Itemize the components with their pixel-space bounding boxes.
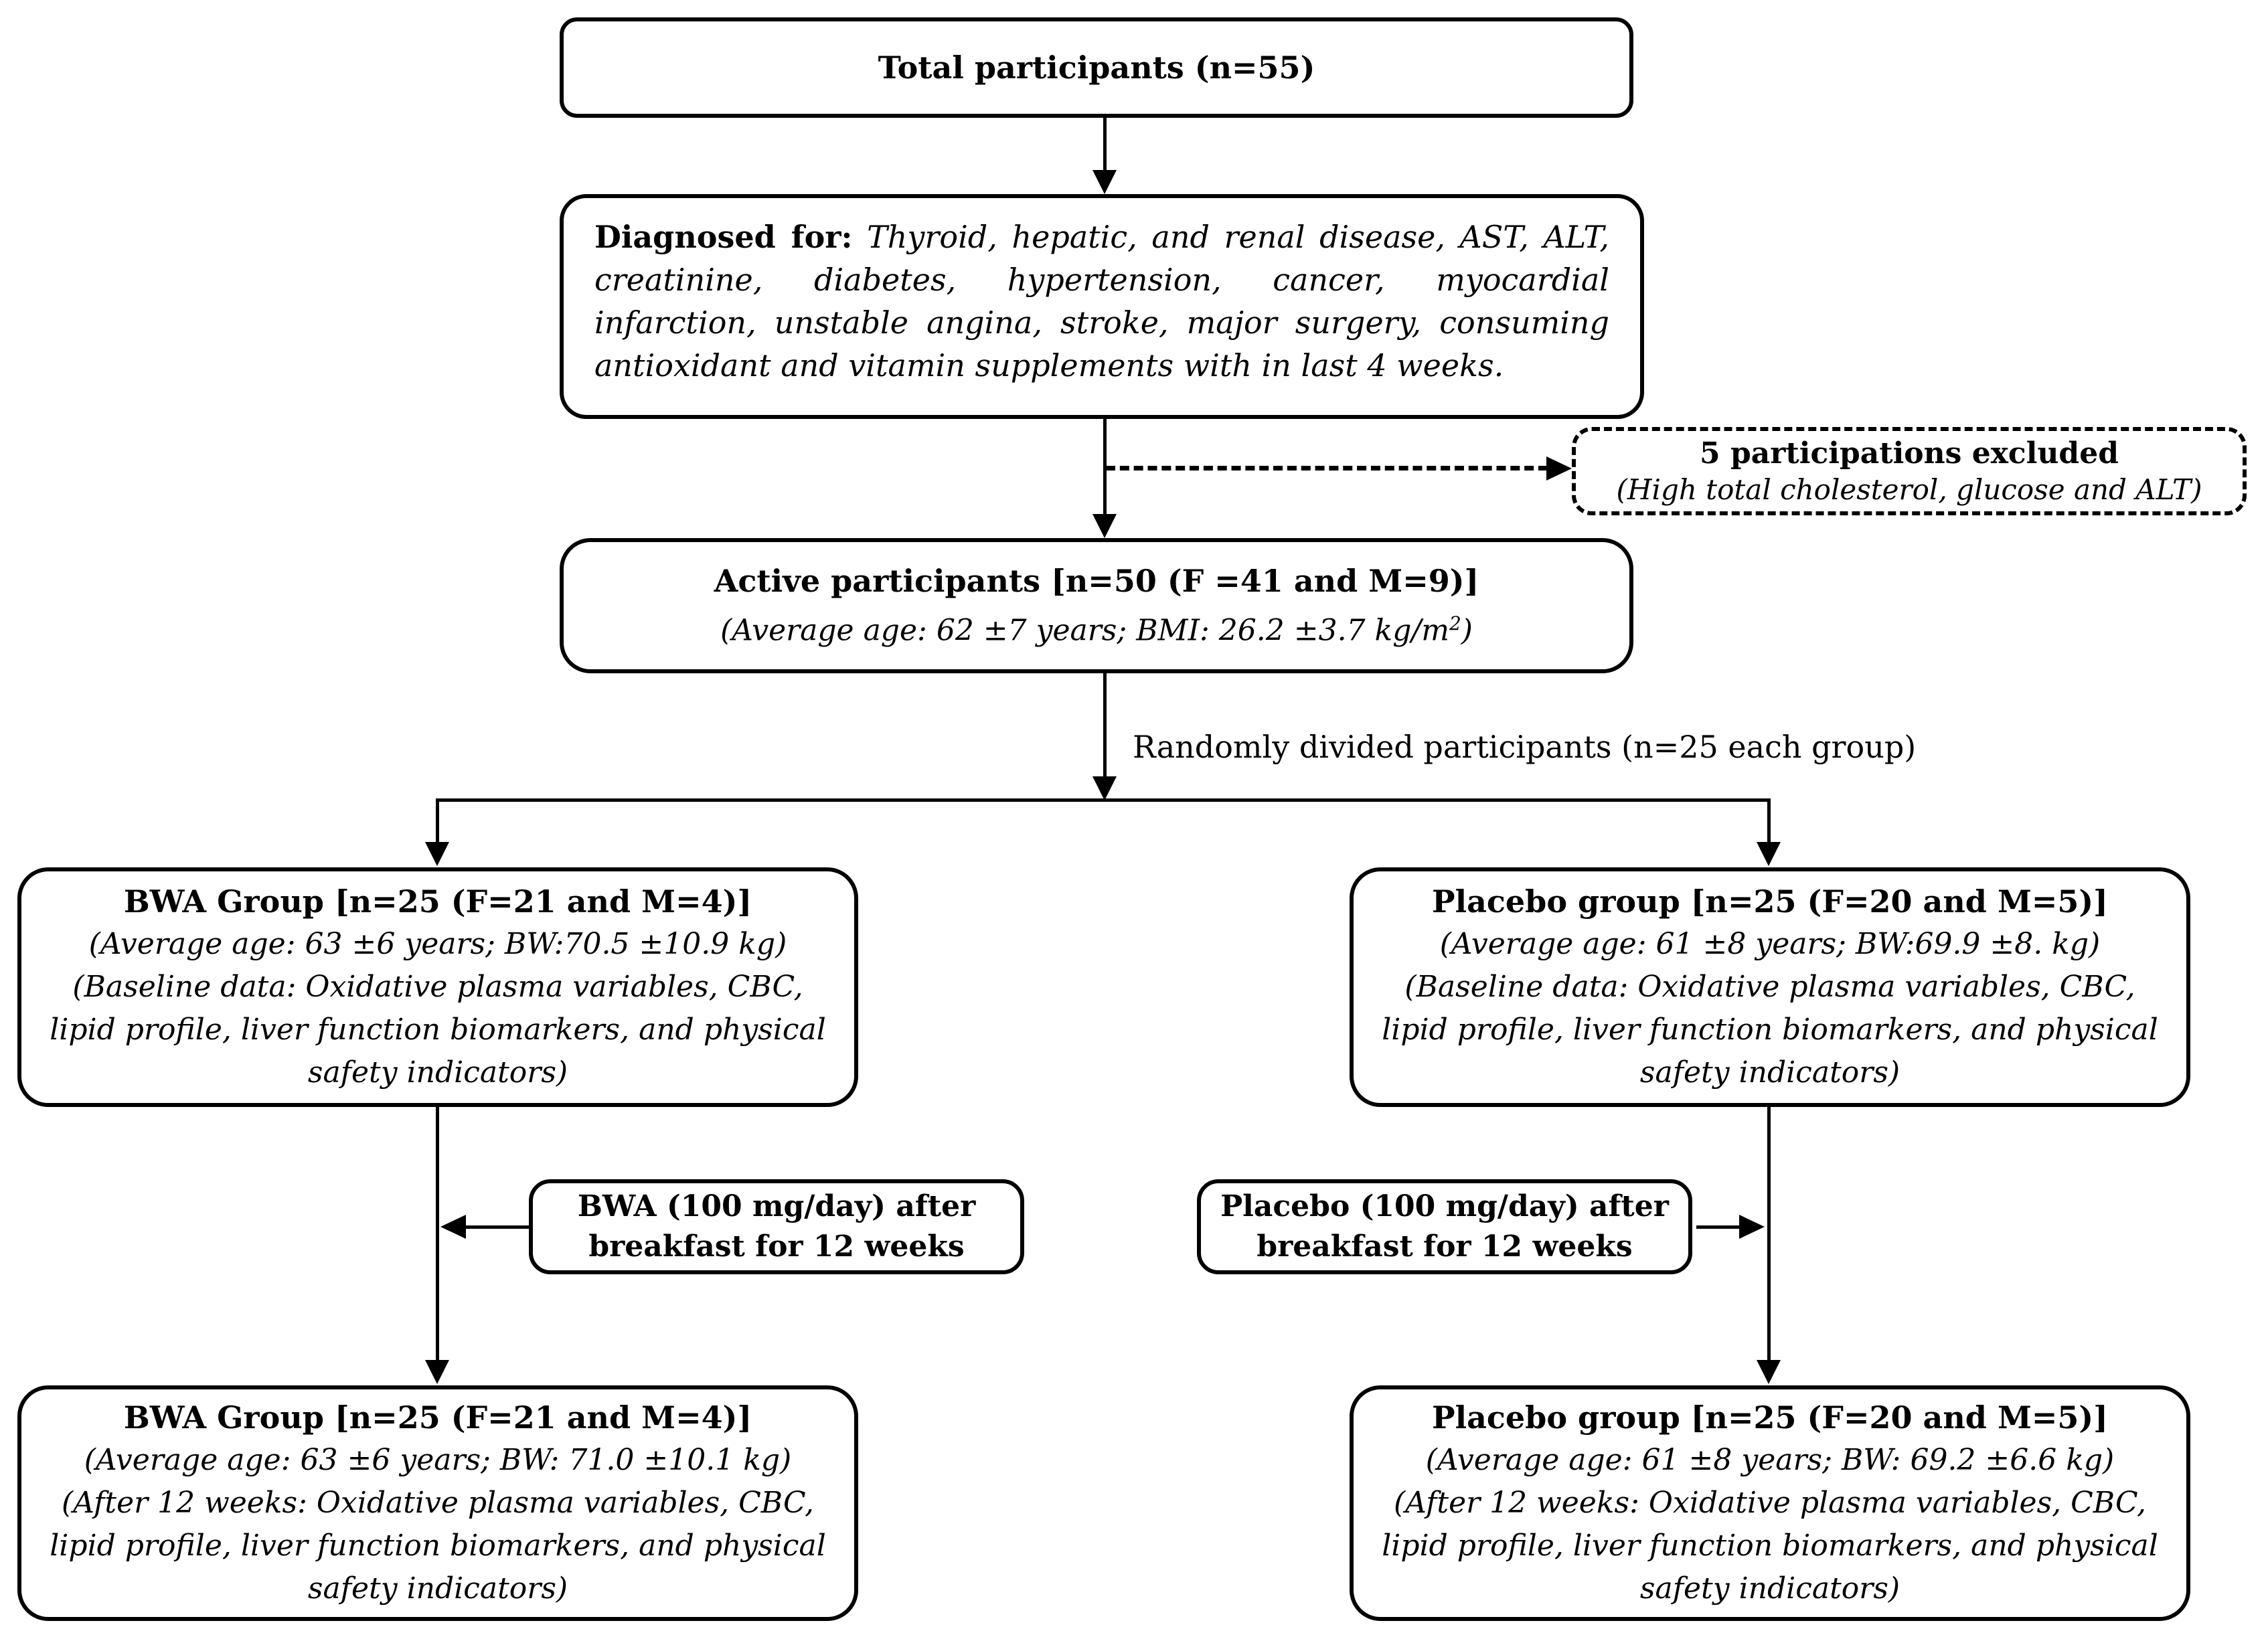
bwa-baseline-age: (Average age: 63 ±6 years; BW:70.5 ±10.9… (88, 927, 787, 961)
excluded-detail: (High total cholesterol, glucose and ALT… (1616, 473, 2202, 506)
bwa-final-title: BWA Group [n=25 (F=21 and M=4)] (123, 1399, 752, 1436)
diagnosed-body: Thyroid, hepatic, and renal disease, AST… (594, 219, 1610, 383)
box-bwa-final: BWA Group [n=25 (F=21 and M=4)] (Average… (17, 1385, 858, 1621)
connector-active-to-branch (1103, 673, 1107, 779)
excluded-title: 5 participations excluded (1700, 436, 2119, 470)
total-participants-title: Total participants (n=55) (878, 50, 1315, 86)
bwa-baseline-data: (Baseline data: Oxidative plasma variabl… (50, 970, 826, 1090)
active-detail-main: (Average age: 62 ±7 years; BMI: 26.2 ±3.… (720, 613, 1449, 648)
placebo-final-age: (Average age: 61 ±8 years; BW: 69.2 ±6.6… (1425, 1443, 2115, 1477)
arrowhead-placebo-dose (1739, 1215, 1765, 1239)
connector-placebo-dose (1696, 1225, 1740, 1229)
connector-bwa-dose (465, 1225, 529, 1229)
box-active-participants: Active participants [n=50 (F =41 and M=9… (560, 538, 1633, 673)
connector-placebo-to-final (1767, 1107, 1771, 1363)
arrowhead-bwa-to-final (425, 1360, 449, 1384)
active-title: Active participants [n=50 (F =41 and M=9… (714, 562, 1479, 599)
box-bwa-baseline: BWA Group [n=25 (F=21 and M=4)] (Average… (17, 867, 858, 1107)
arrowhead-diagnosed-to-active (1092, 514, 1117, 538)
arrowhead-branch-right (1757, 842, 1781, 866)
connector-dashed-to-excluded (1106, 466, 1548, 470)
arrowhead-to-excluded (1546, 456, 1572, 481)
placebo-final-data: (After 12 weeks: Oxidative plasma variab… (1382, 1486, 2158, 1606)
box-placebo-baseline: Placebo group [n=25 (F=20 and M=5)] (Ave… (1350, 867, 2190, 1107)
box-diagnosed-for: Diagnosed for: Thyroid, hepatic, and ren… (560, 194, 1644, 419)
box-excluded: 5 participations excluded (High total ch… (1572, 427, 2247, 515)
bwa-final-data: (After 12 weeks: Oxidative plasma variab… (50, 1486, 826, 1606)
bwa-final-age: (Average age: 63 ±6 years; BW: 71.0 ±10.… (84, 1443, 792, 1477)
active-detail-sup: 2 (1449, 612, 1461, 634)
arrowhead-branch-left (425, 842, 449, 866)
diagnosed-lead: Diagnosed for: (594, 219, 853, 255)
connector-branch-right (1767, 798, 1771, 845)
arrowhead-placebo-to-final (1757, 1360, 1781, 1384)
placebo-baseline-data: (Baseline data: Oxidative plasma variabl… (1382, 970, 2158, 1090)
box-placebo-final: Placebo group [n=25 (F=20 and M=5)] (Ave… (1350, 1385, 2190, 1621)
placebo-final-title: Placebo group [n=25 (F=20 and M=5)] (1432, 1399, 2108, 1436)
active-detail: (Average age: 62 ±7 years; BMI: 26.2 ±3.… (720, 602, 1473, 653)
connector-branch-left (436, 798, 439, 845)
connector-bwa-to-final (436, 1107, 439, 1363)
box-total-participants: Total participants (n=55) (560, 17, 1633, 118)
arrowhead-active-to-branch (1092, 776, 1117, 800)
randomized-label: Randomly divided participants (n=25 each… (1133, 729, 1917, 765)
arrowhead-bwa-dose (440, 1215, 466, 1239)
arrowhead-total-to-diagnosed (1092, 170, 1117, 194)
placebo-baseline-title: Placebo group [n=25 (F=20 and M=5)] (1432, 883, 2108, 920)
connector-total-to-diagnosed (1103, 118, 1107, 173)
bwa-baseline-title: BWA Group [n=25 (F=21 and M=4)] (123, 883, 752, 920)
placebo-baseline-age: (Average age: 61 ±8 years; BW:69.9 ±8. k… (1439, 927, 2101, 961)
connector-diagnosed-to-active (1103, 419, 1107, 517)
active-detail-end: ) (1461, 613, 1473, 648)
branch-line (436, 798, 1771, 802)
